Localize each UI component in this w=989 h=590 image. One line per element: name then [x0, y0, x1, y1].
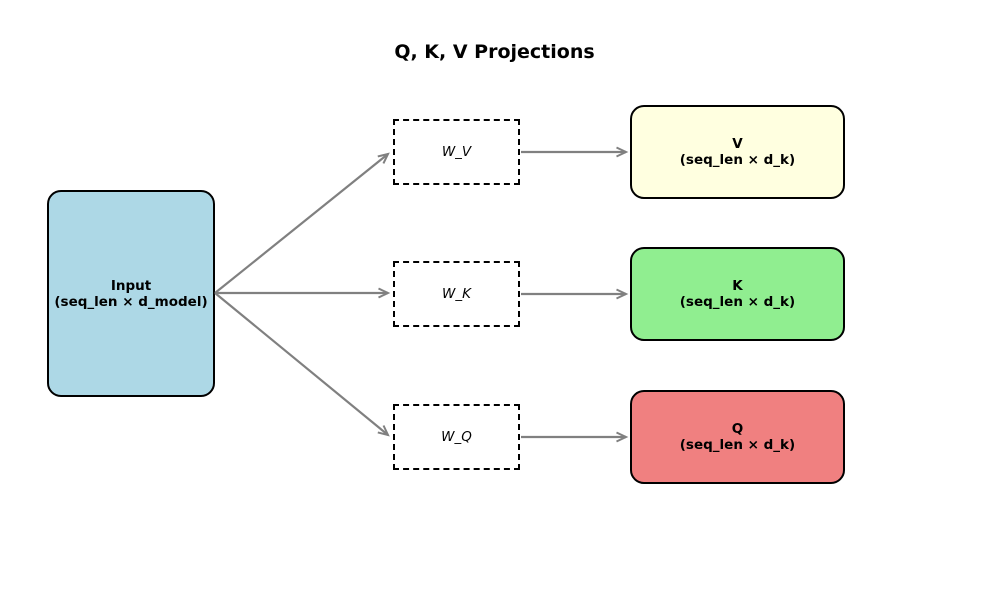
wk-node-label: W_K: [442, 286, 471, 302]
q-node-dims: (seq_len × d_k): [679, 437, 796, 453]
v-node-dims: (seq_len × d_k): [679, 152, 796, 168]
q-node-label: Q: [731, 421, 744, 437]
wv-node-label: W_V: [441, 144, 472, 160]
input-node-dims: (seq_len × d_model): [54, 293, 208, 310]
weight-matrix-wq-node: W_Q: [393, 404, 520, 470]
weight-matrix-wv-node: W_V: [393, 119, 520, 185]
input-node: Input (seq_len × d_model): [47, 190, 215, 397]
weight-matrix-wk-node: W_K: [393, 261, 520, 327]
wq-node-label: W_Q: [441, 429, 472, 445]
k-node-label: K: [732, 278, 743, 294]
input-node-label: Input: [110, 277, 152, 294]
output-v-node: V (seq_len × d_k): [630, 105, 845, 199]
arrow-input-to-wq: [214, 292, 390, 437]
output-q-node: Q (seq_len × d_k): [630, 390, 845, 484]
arrow-input-to-wv: [214, 152, 390, 294]
diagram-title: Q, K, V Projections: [394, 41, 595, 63]
v-node-label: V: [732, 136, 743, 152]
k-node-dims: (seq_len × d_k): [679, 294, 796, 310]
output-k-node: K (seq_len × d_k): [630, 247, 845, 341]
